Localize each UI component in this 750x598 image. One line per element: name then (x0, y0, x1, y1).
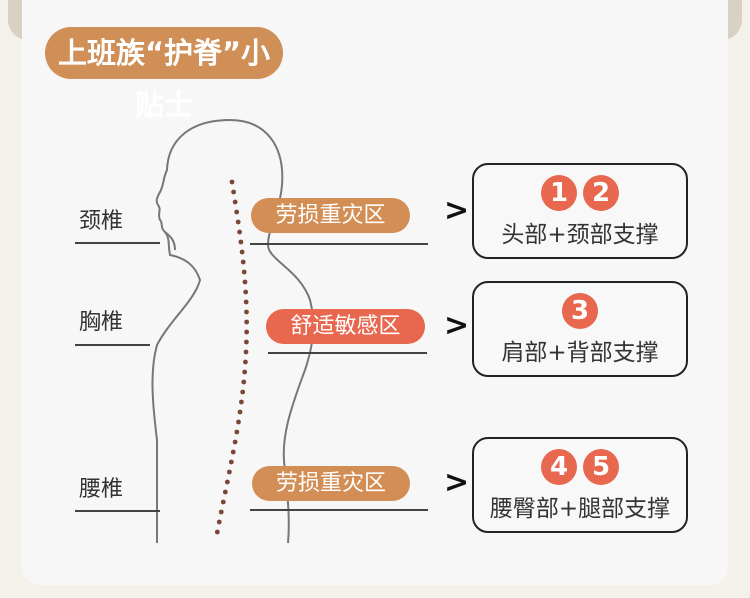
number-badge: 5 (583, 449, 619, 485)
chevron-right-icon: > (444, 308, 470, 343)
divider (75, 344, 150, 346)
spine-dot (216, 519, 222, 525)
spine-dot (243, 349, 249, 355)
spine-dot (243, 299, 249, 305)
spine-dot (243, 359, 248, 365)
spine-dot (228, 459, 234, 465)
spine-dot (240, 389, 246, 395)
divider (75, 510, 160, 512)
divider (268, 352, 427, 354)
spine-dots (214, 179, 250, 535)
chevron-right-icon: > (444, 193, 470, 228)
spine-label-lumbar: 腰椎 (79, 477, 124, 502)
spine-dot (232, 199, 238, 205)
spine-dot (226, 469, 232, 475)
spine-dot (239, 399, 244, 405)
spine-dot (220, 499, 226, 505)
divider (75, 242, 160, 244)
spine-dot (222, 489, 228, 495)
spine-dot (235, 219, 241, 225)
tip-text: 腰臀部+腿部支撑 (489, 496, 671, 522)
spine-dot (242, 369, 248, 375)
page-title: 上班族“护脊”小贴士 (45, 27, 283, 122)
number-badge: 2 (583, 175, 619, 211)
spine-dot (237, 229, 242, 235)
spine-dot (241, 379, 247, 385)
divider (250, 243, 428, 245)
spine-dot (236, 419, 241, 425)
spine-dot (244, 339, 249, 345)
spine-dot (241, 269, 247, 275)
spine-dot (214, 529, 220, 535)
spine-dot (243, 289, 249, 295)
spine-dot (244, 319, 250, 325)
spine-dot (229, 179, 235, 185)
body-back-line (164, 231, 176, 251)
number-badge: 1 (541, 175, 577, 211)
spine-dot (242, 279, 248, 285)
spine-dot (232, 439, 238, 445)
spine-dot (244, 329, 250, 335)
chevron-right-icon: > (444, 465, 470, 500)
tip-text: 头部+颈部支撑 (501, 222, 659, 248)
zone-tag-strain: 劳损重灾区 (252, 466, 410, 501)
spine-label-cervical: 颈椎 (79, 209, 124, 234)
spine-dot (234, 429, 240, 435)
spine-dot (237, 409, 243, 415)
spine-dot (230, 449, 236, 455)
spine-dot (239, 249, 245, 255)
spine-dot (231, 189, 236, 195)
number-badge: 3 (562, 293, 598, 329)
spine-label-thoracic: 胸椎 (79, 310, 124, 335)
tip-box-shoulder-back: 3 肩部+背部支撑 (472, 281, 688, 377)
spine-dot (240, 259, 246, 265)
zone-tag-strain: 劳损重灾区 (251, 198, 410, 233)
body-outline (151, 118, 315, 544)
tip-text: 肩部+背部支撑 (501, 340, 659, 366)
spine-dot (218, 509, 224, 515)
spine-dot (234, 209, 240, 215)
spine-dot (238, 239, 244, 245)
divider (250, 509, 428, 511)
spine-dot (224, 479, 230, 485)
spine-dot (244, 309, 249, 315)
number-badge: 4 (541, 449, 577, 485)
zone-tag-sensitive: 舒适敏感区 (266, 309, 425, 344)
